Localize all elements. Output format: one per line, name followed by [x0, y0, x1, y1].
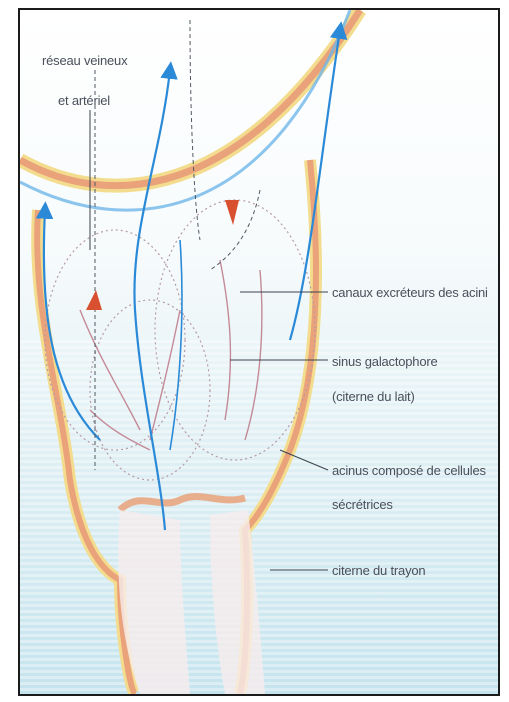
- label-secretrices: sécrétrices: [332, 496, 393, 513]
- label-acinus: acinus composé de cellules: [332, 462, 486, 479]
- label-reseau-veineux: réseau veineux: [42, 52, 127, 69]
- label-canaux-excreteurs: canaux excréteurs des acini: [332, 284, 488, 301]
- udder-diagram: [20, 10, 498, 694]
- label-citerne-du-trayon: citerne du trayon: [332, 562, 425, 579]
- label-et-arteriel: et artériel: [58, 92, 110, 109]
- diagram-frame: réseau veineux et artériel canaux excrét…: [18, 8, 500, 696]
- label-sinus-galactophore: sinus galactophore: [332, 353, 438, 370]
- label-citerne-du-lait: (citerne du lait): [332, 388, 415, 405]
